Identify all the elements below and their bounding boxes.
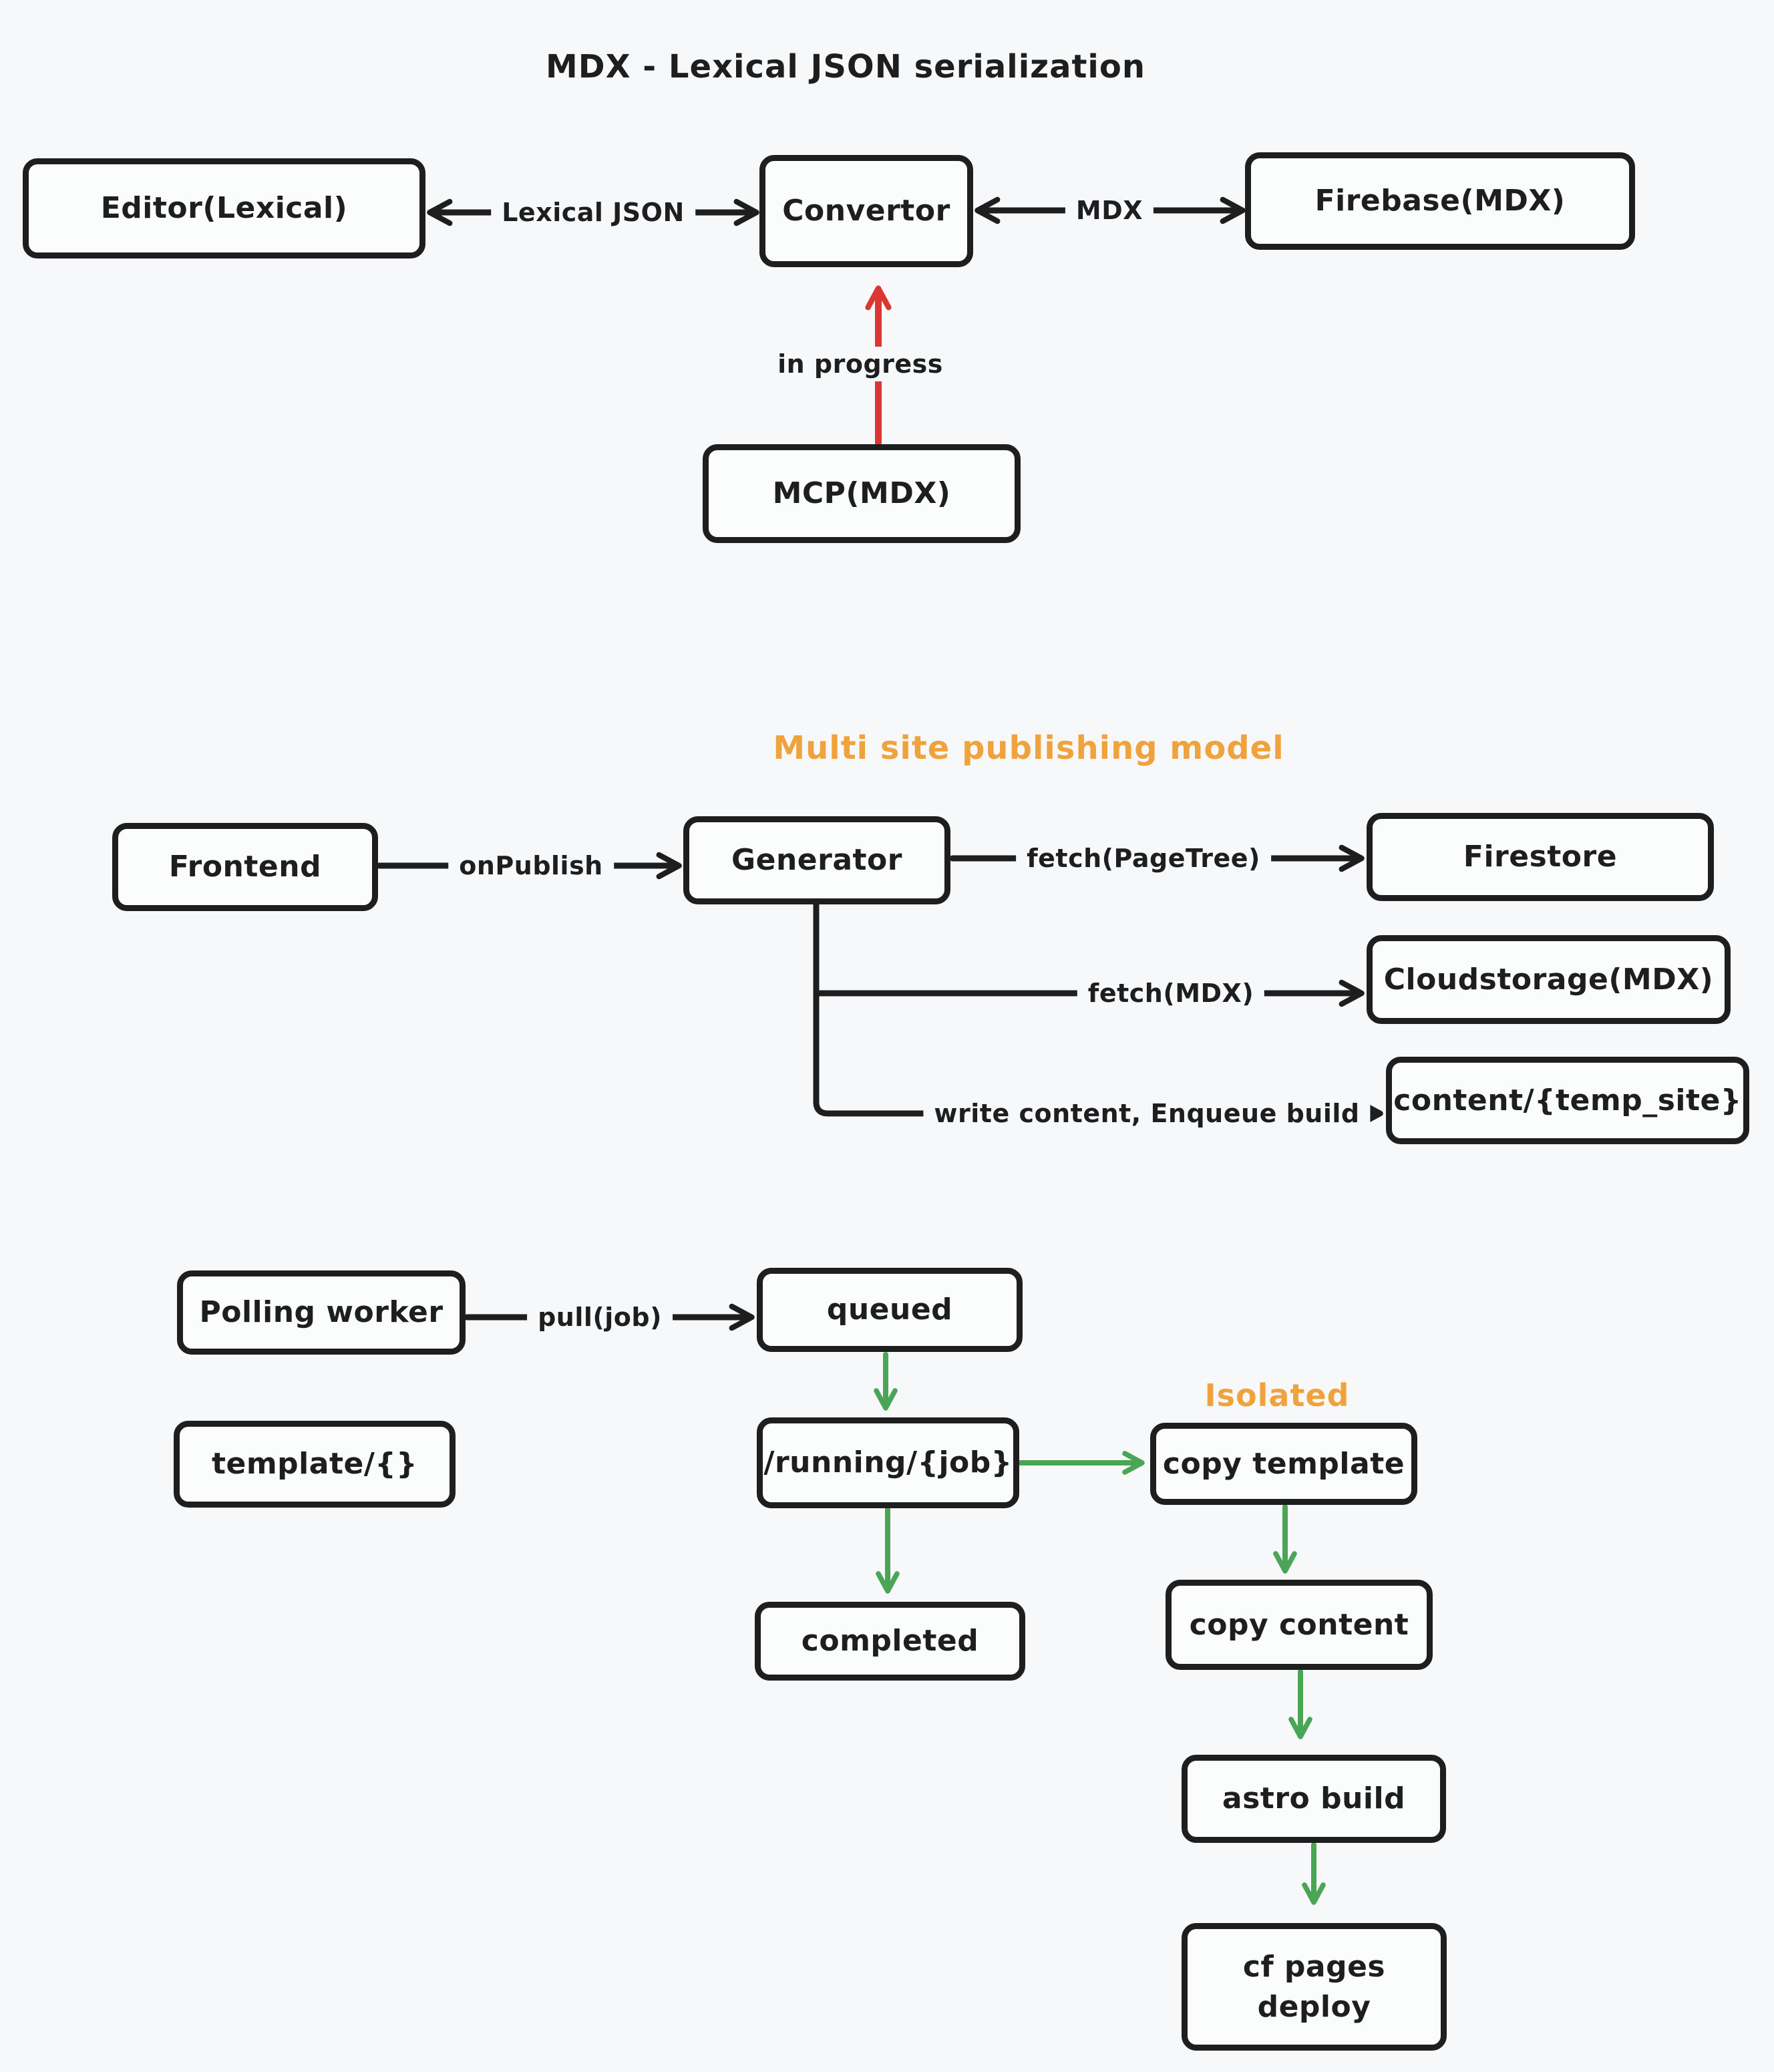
node-cf-pages-deploy: cf pages deploy xyxy=(1182,1923,1447,2051)
node-astro-build: astro build xyxy=(1182,1755,1446,1843)
edge-label-write-content: write content, Enqueue build xyxy=(923,1096,1371,1131)
edge-label-mdx: MDX xyxy=(1065,193,1154,228)
node-polling-worker: Polling worker xyxy=(177,1270,466,1355)
node-copy-template: copy template xyxy=(1150,1423,1417,1505)
edge-label-lexical-json: Lexical JSON xyxy=(491,195,695,230)
node-mcp-mdx: MCP(MDX) xyxy=(703,444,1021,543)
edge-label-fetch-pagetree: fetch(PageTree) xyxy=(1016,841,1271,876)
node-convertor: Convertor xyxy=(759,155,973,267)
edge-label-onpublish: onPublish xyxy=(448,848,614,883)
section-title-publishing: Multi site publishing model xyxy=(773,729,1284,767)
section-title-serialization: MDX - Lexical JSON serialization xyxy=(545,48,1146,85)
node-completed: completed xyxy=(755,1602,1025,1681)
node-cloudstorage-mdx: Cloudstorage(MDX) xyxy=(1367,935,1731,1024)
isolated-label: Isolated xyxy=(1204,1377,1350,1413)
node-firebase-mdx: Firebase(MDX) xyxy=(1245,152,1635,250)
node-running-job: /running/{job} xyxy=(757,1417,1019,1508)
arrow-generator-content-write-content xyxy=(813,900,1383,1128)
node-firestore: Firestore xyxy=(1367,813,1714,901)
node-editor-lexical: Editor(Lexical) xyxy=(23,158,425,258)
node-frontend: Frontend xyxy=(112,823,378,911)
node-generator: Generator xyxy=(683,816,950,904)
node-copy-content: copy content xyxy=(1166,1580,1433,1670)
node-template: template/{} xyxy=(174,1421,456,1508)
edge-label-pull-job: pull(job) xyxy=(527,1300,673,1335)
node-content-temp-site: content/{temp_site} xyxy=(1386,1057,1749,1144)
edge-label-fetch-mdx: fetch(MDX) xyxy=(1077,976,1265,1011)
node-queued: queued xyxy=(757,1268,1023,1352)
edge-label-in-progress: in progress xyxy=(767,347,954,381)
